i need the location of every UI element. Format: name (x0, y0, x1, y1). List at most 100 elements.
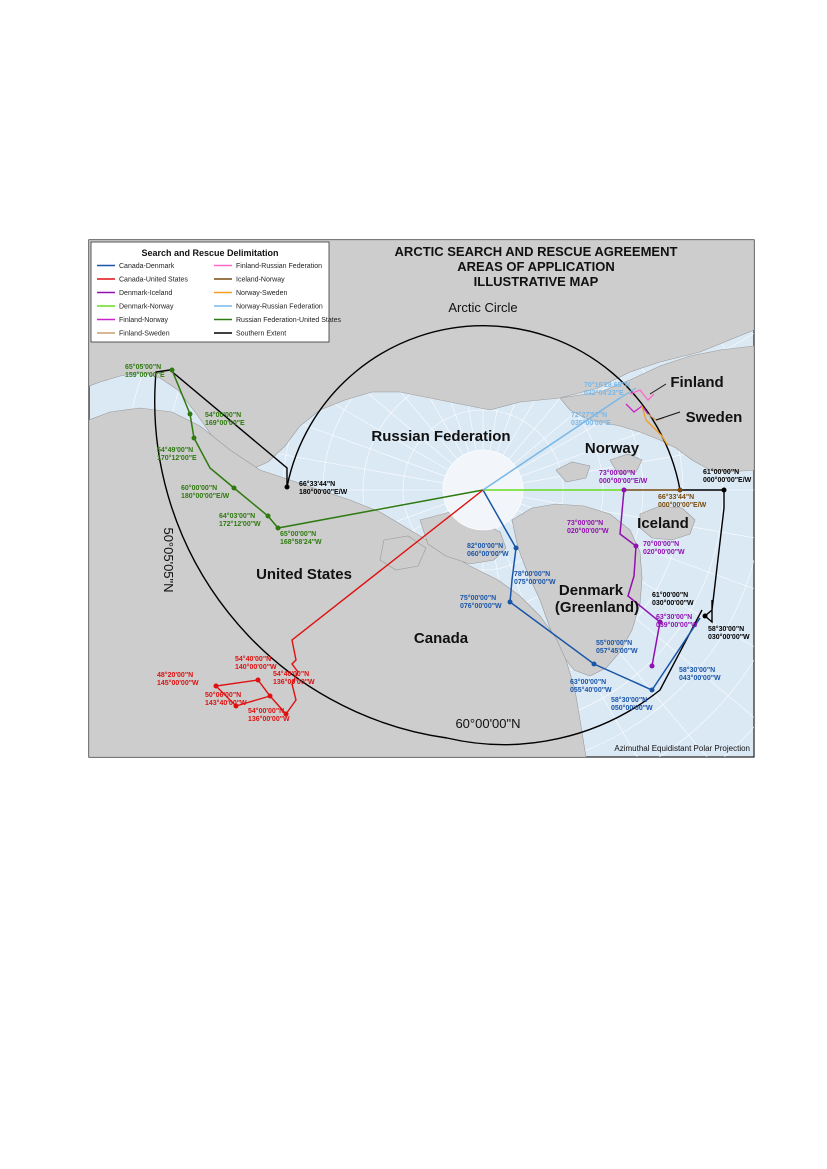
coordinate-labels: 65°05'00"N159°00'00"E54°00'00"N169°00'00… (125, 363, 752, 723)
svg-text:ARCTIC SEARCH AND RESCUE AGREE: ARCTIC SEARCH AND RESCUE AGREEMENT (395, 244, 678, 259)
coordinate-label: 140°00'00"W (235, 663, 277, 671)
coordinate-label: 66°33'44"N (658, 493, 694, 501)
coordinate-label: 54°40'00"N (273, 670, 309, 678)
coordinate-label: 145°00'00"W (157, 679, 199, 687)
coordinate-label: 180°00'00"E/W (181, 492, 230, 500)
coordinate-label: 030°00'00"W (652, 599, 694, 607)
legend-label: Finland-Sweden (119, 331, 170, 338)
coordinate-label: 54°00'00"N (248, 707, 284, 715)
coordinate-label: 159°00'00"E (125, 371, 165, 379)
coordinate-label: 057°45'00"W (596, 647, 638, 655)
boundary-finland-norway (625, 403, 649, 415)
coordinate-label: 63°00'00"N (570, 678, 606, 686)
coordinate-label: 075°00'00"W (514, 578, 556, 586)
side-parallel-label: 50°05'05"N (161, 527, 176, 592)
legend-label: Finland-Russian Federation (236, 263, 322, 270)
coordinate-label: 55°00'00"N (596, 639, 632, 647)
label-united-states: United States (256, 566, 352, 583)
label-greenland: (Greenland) (555, 599, 639, 616)
coordinate-label: 055°40'00"W (570, 686, 612, 694)
legend-label: Norway-Russian Federation (236, 304, 323, 311)
coordinate-label: 020°00'00"W (643, 548, 685, 556)
country-labels: Russian Federation Norway Finland Sweden… (256, 374, 742, 647)
coordinate-label: 030°00'00"W (708, 633, 750, 641)
coordinate-label: 172°12'00"W (219, 520, 261, 528)
coordinate-label: 032°04'23"E (584, 389, 624, 397)
legend-label: Southern Extent (236, 331, 286, 338)
boundary-norway-russia (482, 397, 621, 491)
coordinate-label: 61°00'00"N (703, 468, 739, 476)
legend-label: Denmark-Norway (119, 304, 174, 311)
coordinate-label: 136°00'00"W (273, 678, 315, 686)
coordinate-label: 70°16'28.65"N (584, 381, 630, 389)
land-greenland (511, 503, 643, 677)
coordinate-label: 78°00'00"N (514, 570, 550, 578)
coordinate-label: 64°03'00"N (219, 512, 255, 520)
coordinate-label: 58°30'00"N (708, 625, 744, 633)
legend: Search and Rescue Delimitation Canada-De… (90, 241, 342, 343)
map-title: ARCTIC SEARCH AND RESCUE AGREEMENT AREAS… (395, 244, 678, 289)
legend-label: Norway-Sweden (236, 290, 287, 297)
parallel-label: 60°00'00"N (455, 716, 520, 731)
coordinate-label: 020°00'00"W (567, 527, 609, 535)
coordinate-label: 60°00'00"N (181, 484, 217, 492)
projection-label: Azimuthal Equidistant Polar Projection (614, 744, 750, 753)
coordinate-label: 58°30'00"N (679, 666, 715, 674)
svg-text:ILLUSTRATIVE MAP: ILLUSTRATIVE MAP (474, 274, 599, 289)
coordinate-label: 72°27'51"N (571, 411, 607, 419)
legend-label: Iceland-Norway (236, 277, 285, 284)
label-finland: Finland (670, 374, 723, 391)
label-norway: Norway (585, 440, 640, 457)
legend-label: Russian Federation-United States (236, 317, 342, 324)
coordinate-label: 70°00'00"N (643, 540, 679, 548)
coordinate-label: 73°00'00"N (567, 519, 603, 527)
coordinate-label: 50°06'00"N (205, 691, 241, 699)
coordinate-label: 136°00'00"W (248, 715, 290, 723)
coordinate-label: 035°00'00"E (571, 419, 611, 427)
legend-label: Canada-United States (119, 277, 188, 284)
coordinate-label: 65°00'00"N (280, 530, 316, 538)
coordinate-label: 143°40'00"W (205, 699, 247, 707)
label-canada: Canada (414, 630, 469, 647)
legend-label: Denmark-Iceland (119, 290, 172, 297)
boundary-finland-russia (629, 389, 655, 401)
coordinate-label: 043°00'00"W (679, 674, 721, 682)
coordinate-label: 039°00'00"W (656, 621, 698, 629)
coordinate-label: 73°00'00"N (599, 469, 635, 477)
coordinate-label: 000°00'00"E/W (658, 501, 707, 509)
southern-extent (154, 325, 725, 746)
coordinate-label: 63°30'00"N (656, 613, 692, 621)
coordinate-label: 076°00'00"W (460, 602, 502, 610)
svg-text:Search and Rescue Delimitation: Search and Rescue Delimitation (141, 248, 278, 258)
label-iceland: Iceland (637, 515, 689, 532)
coordinate-label: 54°40'00"N (235, 655, 271, 663)
coordinate-label: 58°30'00"N (611, 696, 647, 704)
coordinate-label: 000°00'00"E/W (599, 477, 648, 485)
land-scandinavia (559, 345, 754, 473)
label-sweden: Sweden (686, 409, 743, 426)
legend-label: Finland-Norway (119, 317, 169, 324)
label-denmark: Denmark (559, 582, 624, 599)
arctic-circle-label: Arctic Circle (448, 300, 517, 315)
coordinate-label: 000°00'00"E/W (703, 476, 752, 484)
boundary-norway-sweden (641, 405, 669, 447)
coordinate-label: 65°05'00"N (125, 363, 161, 371)
coordinate-label: 54°49'00"N (157, 446, 193, 454)
coordinate-label: 66°33'44"N (299, 480, 335, 488)
label-russia: Russian Federation (371, 428, 510, 445)
coordinate-label: 54°00'00"N (205, 411, 241, 419)
land-iceland (639, 505, 696, 541)
coordinate-label: 48°20'00"N (157, 671, 193, 679)
legend-label: Canada-Denmark (119, 263, 175, 270)
coordinate-label: 82°00'00"N (467, 542, 503, 550)
coordinate-label: 169°00'00"E (205, 419, 245, 427)
svg-text:AREAS OF APPLICATION: AREAS OF APPLICATION (457, 259, 614, 274)
coordinate-label: 060°00'00"W (467, 550, 509, 558)
coordinate-label: 168°58'24"W (280, 538, 322, 546)
coordinate-label: 050°00'00"W (611, 704, 653, 712)
boundary-russia-us (171, 369, 484, 529)
coordinate-label: 75°00'00"N (460, 594, 496, 602)
coordinate-label: 170°12'00"E (157, 454, 197, 462)
coordinate-label: 180°00'00"E/W (299, 488, 348, 496)
